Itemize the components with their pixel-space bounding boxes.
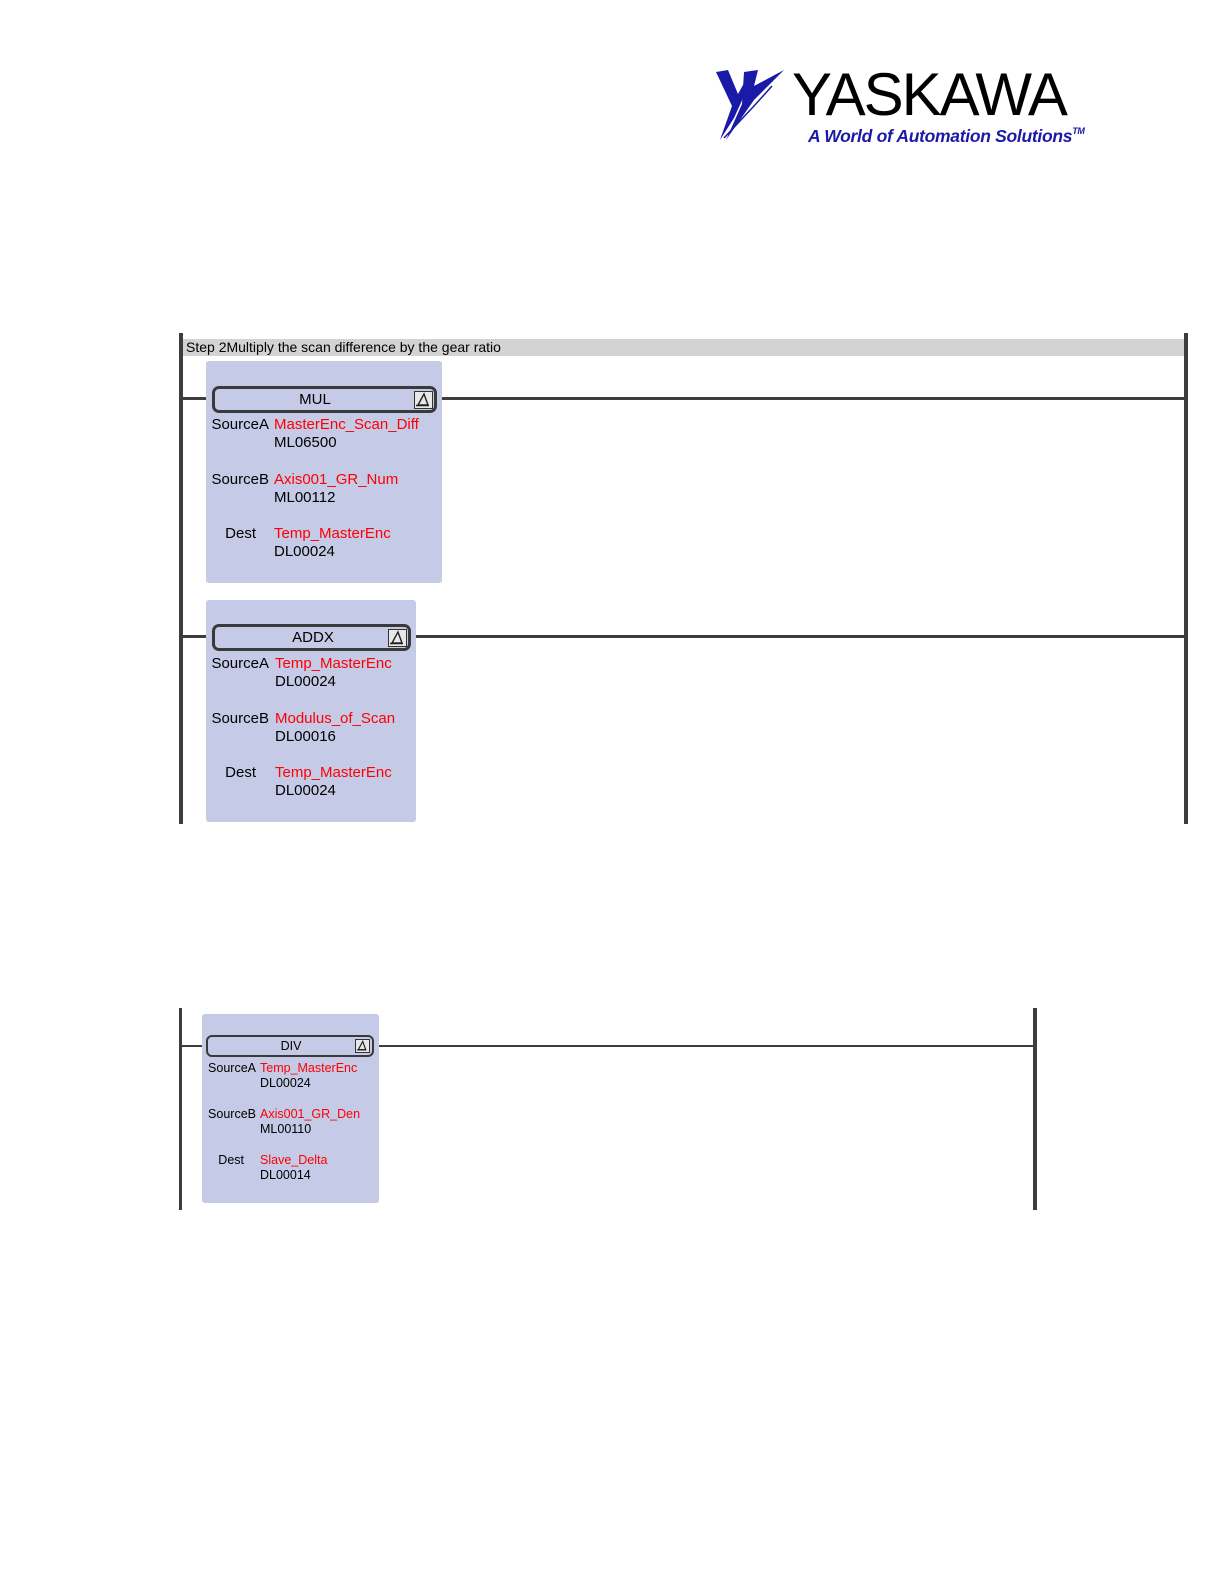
function-header[interactable]: ADDX (212, 624, 411, 651)
div-block[interactable]: DIV SourceA Temp_MasterEnc DL00024 Sourc… (202, 1014, 379, 1203)
param-variable[interactable]: Slave_Delta (260, 1153, 328, 1167)
param-label: SourceB (211, 710, 269, 727)
rung-wire (434, 397, 1184, 400)
rung-wire (408, 635, 1184, 638)
yaskawa-logo: YASKAWA A World of Automation SolutionsT… (714, 62, 1085, 146)
param-variable[interactable]: Temp_MasterEnc (260, 1061, 358, 1075)
left-power-rail (179, 1008, 182, 1210)
param-variable[interactable]: Temp_MasterEnc (274, 525, 391, 542)
left-power-rail (179, 333, 183, 824)
logo-brand: YASKAWA (792, 61, 1068, 128)
param-register: DL00014 (260, 1168, 311, 1182)
function-header[interactable]: DIV (206, 1035, 374, 1057)
param-register: ML00112 (274, 489, 336, 506)
function-header[interactable]: MUL (212, 386, 437, 413)
param-label: SourceB (211, 471, 269, 488)
logo-tagline: A World of Automation SolutionsTM (808, 126, 1085, 146)
expand-triangle-icon[interactable] (414, 391, 433, 409)
rung-wire (182, 1045, 208, 1047)
param-label: SourceA (211, 655, 269, 672)
function-name: ADDX (292, 629, 334, 646)
param-register: ML06500 (274, 434, 337, 451)
expand-triangle-icon[interactable] (388, 629, 407, 647)
param-register: ML00110 (260, 1122, 312, 1136)
trademark: TM (1072, 126, 1085, 136)
param-label: SourceA (208, 1061, 256, 1075)
addx-block[interactable]: ADDX SourceA Temp_MasterEnc DL00024 Sour… (206, 600, 416, 822)
param-register: DL00024 (260, 1076, 311, 1090)
param-register: DL00024 (275, 673, 336, 690)
rung-wire (183, 635, 213, 638)
function-name: MUL (299, 391, 331, 408)
param-variable[interactable]: Temp_MasterEnc (275, 764, 392, 781)
param-variable[interactable]: MasterEnc_Scan_Diff (274, 416, 419, 433)
param-label: Dest (225, 525, 256, 542)
param-variable[interactable]: Temp_MasterEnc (275, 655, 392, 672)
rung-wire (372, 1045, 1033, 1047)
rung-comment[interactable]: Step 2Multiply the scan difference by th… (183, 339, 1184, 356)
param-variable[interactable]: Axis001_GR_Den (260, 1107, 361, 1121)
expand-triangle-icon[interactable] (355, 1039, 370, 1053)
param-register: DL00024 (275, 782, 336, 799)
yaskawa-swoosh-icon (716, 70, 784, 140)
right-power-rail (1033, 1008, 1037, 1210)
function-name: DIV (280, 1039, 302, 1053)
param-label: Dest (225, 764, 256, 781)
param-register: DL00016 (275, 728, 336, 745)
param-label: Dest (218, 1153, 244, 1167)
param-label: SourceA (211, 416, 269, 433)
param-register: DL00024 (274, 543, 335, 560)
right-power-rail (1184, 333, 1188, 824)
mul-block[interactable]: MUL SourceA MasterEnc_Scan_Diff ML06500 … (206, 361, 442, 583)
rung-wire (183, 397, 213, 400)
param-variable[interactable]: Modulus_of_Scan (275, 710, 396, 727)
param-variable[interactable]: Axis001_GR_Num (274, 471, 399, 488)
param-label: SourceB (208, 1107, 256, 1121)
